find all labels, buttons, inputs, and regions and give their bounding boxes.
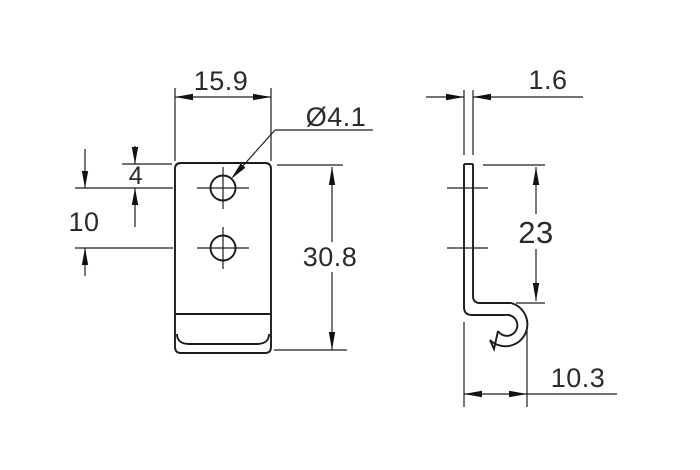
- leader-arrowhead: [231, 163, 246, 179]
- arrowhead-down: [532, 283, 540, 301]
- front-outline: [174, 162, 272, 354]
- dim-width: 15.9: [174, 66, 272, 161]
- side-hook-tip-edge: [489, 330, 499, 353]
- dim-height-label: 30.8: [303, 242, 358, 272]
- front-hole-bottom: [197, 227, 249, 269]
- arrowhead-left: [473, 93, 491, 101]
- dim-hook-depth: 10.3: [463, 322, 617, 407]
- arrowhead-up: [532, 167, 540, 185]
- arrowhead-up: [131, 188, 139, 205]
- arrowhead-down: [81, 171, 89, 188]
- arrowhead-right: [509, 390, 527, 398]
- dim-width-label: 15.9: [194, 66, 249, 96]
- dim-thickness: 1.6: [426, 65, 583, 155]
- arrowhead-left: [464, 390, 482, 398]
- dim-hole-spacing-label: 10: [68, 207, 99, 237]
- arrowhead-up: [328, 167, 336, 185]
- front-hole-top: [197, 167, 249, 209]
- side-profile-outer: [463, 164, 519, 337]
- dim-height: 30.8: [274, 164, 358, 351]
- arrowhead-right: [253, 93, 271, 101]
- dim-flat-height-label: 23: [518, 215, 553, 250]
- front-hook-tip-edge: [176, 333, 270, 345]
- dim-flat-height: 23: [483, 164, 553, 304]
- side-view: 1.6 23 10.3: [426, 65, 617, 407]
- dim-hole-offset-top: 4: [122, 146, 172, 227]
- side-profile-inner: [472, 164, 529, 348]
- dim-hole-diameter: Ø4.1: [231, 102, 373, 179]
- arrowhead-down: [131, 147, 139, 164]
- dim-hook-depth-label: 10.3: [551, 363, 606, 393]
- dim-hole-spacing: 10: [68, 149, 173, 276]
- dim-hole-diameter-label: Ø4.1: [306, 102, 367, 132]
- arrowhead-down: [328, 332, 336, 350]
- arrowhead-up: [81, 248, 89, 265]
- front-view: 15.9 Ø4.1 4: [68, 66, 373, 354]
- dim-thickness-label: 1.6: [528, 65, 567, 95]
- dim-hole-offset-label: 4: [129, 162, 143, 190]
- arrowhead-right: [446, 93, 464, 101]
- arrowhead-left: [175, 93, 193, 101]
